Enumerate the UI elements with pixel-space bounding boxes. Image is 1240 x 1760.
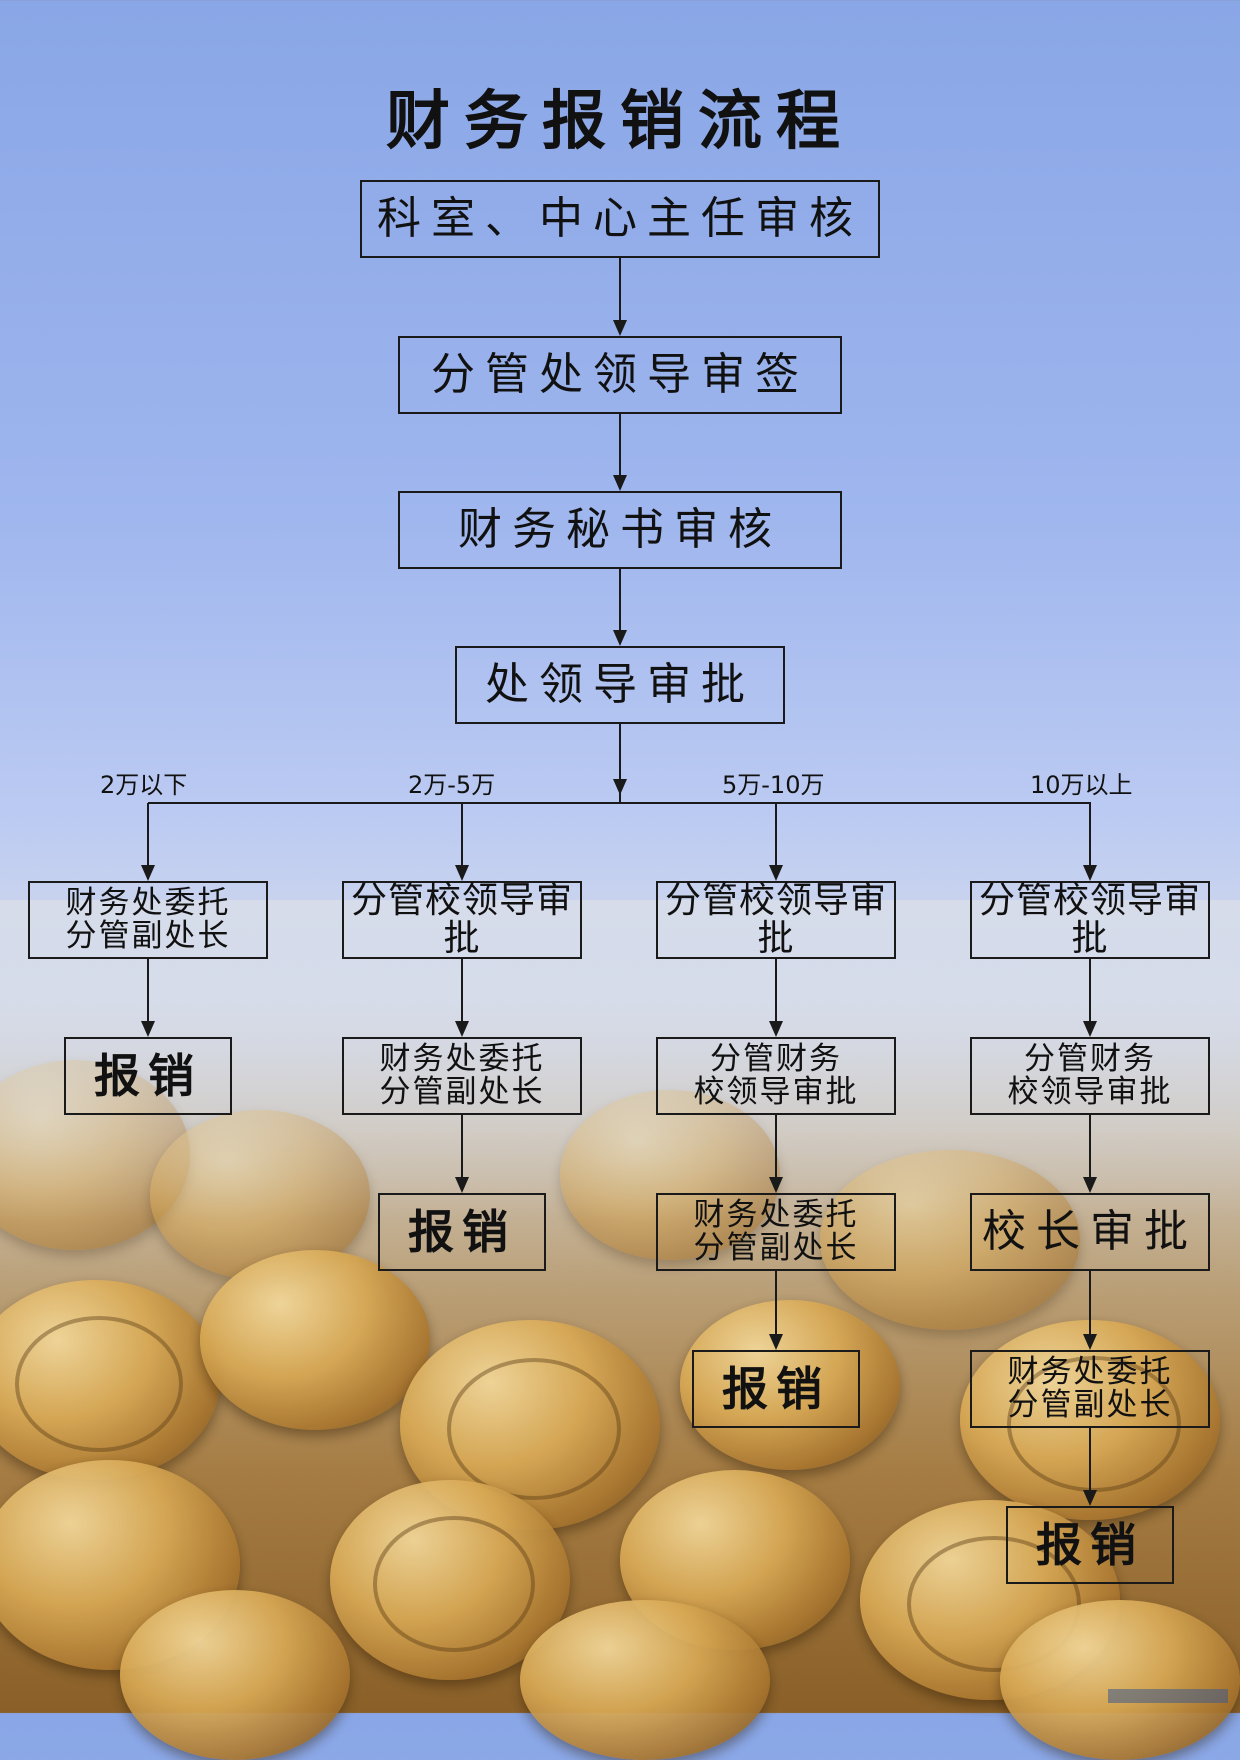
connector-line bbox=[619, 414, 621, 487]
step-box: 财务处委托分管副处长 bbox=[342, 1037, 582, 1115]
arrow-down-icon bbox=[769, 1334, 783, 1350]
step-box: 分管校领导审批 bbox=[342, 881, 582, 959]
step-box: 财务处委托分管副处长 bbox=[656, 1193, 896, 1271]
step-line: 分管财务 bbox=[1024, 1041, 1156, 1078]
reimburse-box: 报销 bbox=[64, 1037, 232, 1115]
top-step-2: 分管处领导审签 bbox=[398, 336, 842, 414]
step-line: 分管副处长 bbox=[1007, 1387, 1173, 1423]
step-box: 分管校领导审批 bbox=[656, 881, 896, 959]
connector-line bbox=[619, 258, 621, 332]
branch-label-1: 2万以下 bbox=[100, 771, 188, 799]
arrow-down-icon bbox=[613, 320, 627, 336]
connector-line bbox=[1089, 959, 1091, 1033]
branch-bus-line bbox=[148, 802, 1091, 804]
branch-label-3: 5万-10万 bbox=[722, 771, 825, 799]
step-line: 财务处委托 bbox=[65, 885, 231, 922]
connector-line bbox=[1089, 1428, 1091, 1502]
connector-line bbox=[775, 1271, 777, 1346]
connector-line bbox=[147, 803, 149, 877]
reimburse-box: 报销 bbox=[692, 1350, 860, 1428]
arrow-down-icon bbox=[1083, 1177, 1097, 1193]
arrow-down-icon bbox=[455, 865, 469, 881]
arrow-down-icon bbox=[141, 1021, 155, 1037]
arrow-down-icon bbox=[141, 865, 155, 881]
step-line: 财务处委托 bbox=[693, 1197, 859, 1234]
step-line: 分管副处长 bbox=[379, 1074, 545, 1110]
watermark bbox=[1108, 1689, 1228, 1703]
connector-line bbox=[775, 959, 777, 1033]
step-box: 财务处委托分管副处长 bbox=[970, 1350, 1210, 1428]
arrow-down-icon bbox=[769, 865, 783, 881]
arrow-down-icon bbox=[613, 779, 627, 795]
connector-line bbox=[1089, 1115, 1091, 1189]
step-box: 分管校领导审批 bbox=[970, 881, 1210, 959]
connector-line bbox=[147, 959, 149, 1033]
arrow-down-icon bbox=[1083, 865, 1097, 881]
step-line: 分管副处长 bbox=[65, 918, 231, 954]
step-line: 财务处委托 bbox=[379, 1041, 545, 1078]
connector-line bbox=[775, 803, 777, 877]
top-step-1: 科室、中心主任审核 bbox=[360, 180, 880, 258]
arrow-down-icon bbox=[1083, 1334, 1097, 1350]
arrow-down-icon bbox=[613, 475, 627, 491]
step-line: 校领导审批 bbox=[1007, 1074, 1173, 1110]
page-title: 财务报销流程 bbox=[386, 84, 854, 159]
step-box: 财务处委托分管副处长 bbox=[28, 881, 268, 959]
connector-line bbox=[619, 724, 621, 803]
arrow-down-icon bbox=[1083, 1490, 1097, 1506]
step-line: 校领导审批 bbox=[693, 1074, 859, 1110]
connector-line bbox=[775, 1115, 777, 1189]
arrow-down-icon bbox=[769, 1177, 783, 1193]
arrow-down-icon bbox=[455, 1177, 469, 1193]
connector-line bbox=[461, 1115, 463, 1189]
step-line: 财务处委托 bbox=[1007, 1354, 1173, 1391]
step-line: 分管财务 bbox=[710, 1041, 842, 1078]
arrow-down-icon bbox=[1083, 1021, 1097, 1037]
top-step-3: 财务秘书审核 bbox=[398, 491, 842, 569]
connector-line bbox=[461, 803, 463, 877]
connector-line bbox=[461, 959, 463, 1033]
step-box: 分管财务校领导审批 bbox=[656, 1037, 896, 1115]
arrow-down-icon bbox=[769, 1021, 783, 1037]
top-step-4: 处领导审批 bbox=[455, 646, 785, 724]
reimburse-box: 报销 bbox=[378, 1193, 546, 1271]
step-box: 校长审批 bbox=[970, 1193, 1210, 1271]
connector-line bbox=[619, 569, 621, 642]
connector-line bbox=[1089, 1271, 1091, 1346]
reimburse-box: 报销 bbox=[1006, 1506, 1174, 1584]
branch-label-4: 10万以上 bbox=[1030, 771, 1133, 799]
step-box: 分管财务校领导审批 bbox=[970, 1037, 1210, 1115]
connector-line bbox=[1089, 803, 1091, 877]
arrow-down-icon bbox=[455, 1021, 469, 1037]
arrow-down-icon bbox=[613, 630, 627, 646]
step-line: 分管副处长 bbox=[693, 1230, 859, 1266]
branch-label-2: 2万-5万 bbox=[408, 771, 496, 799]
